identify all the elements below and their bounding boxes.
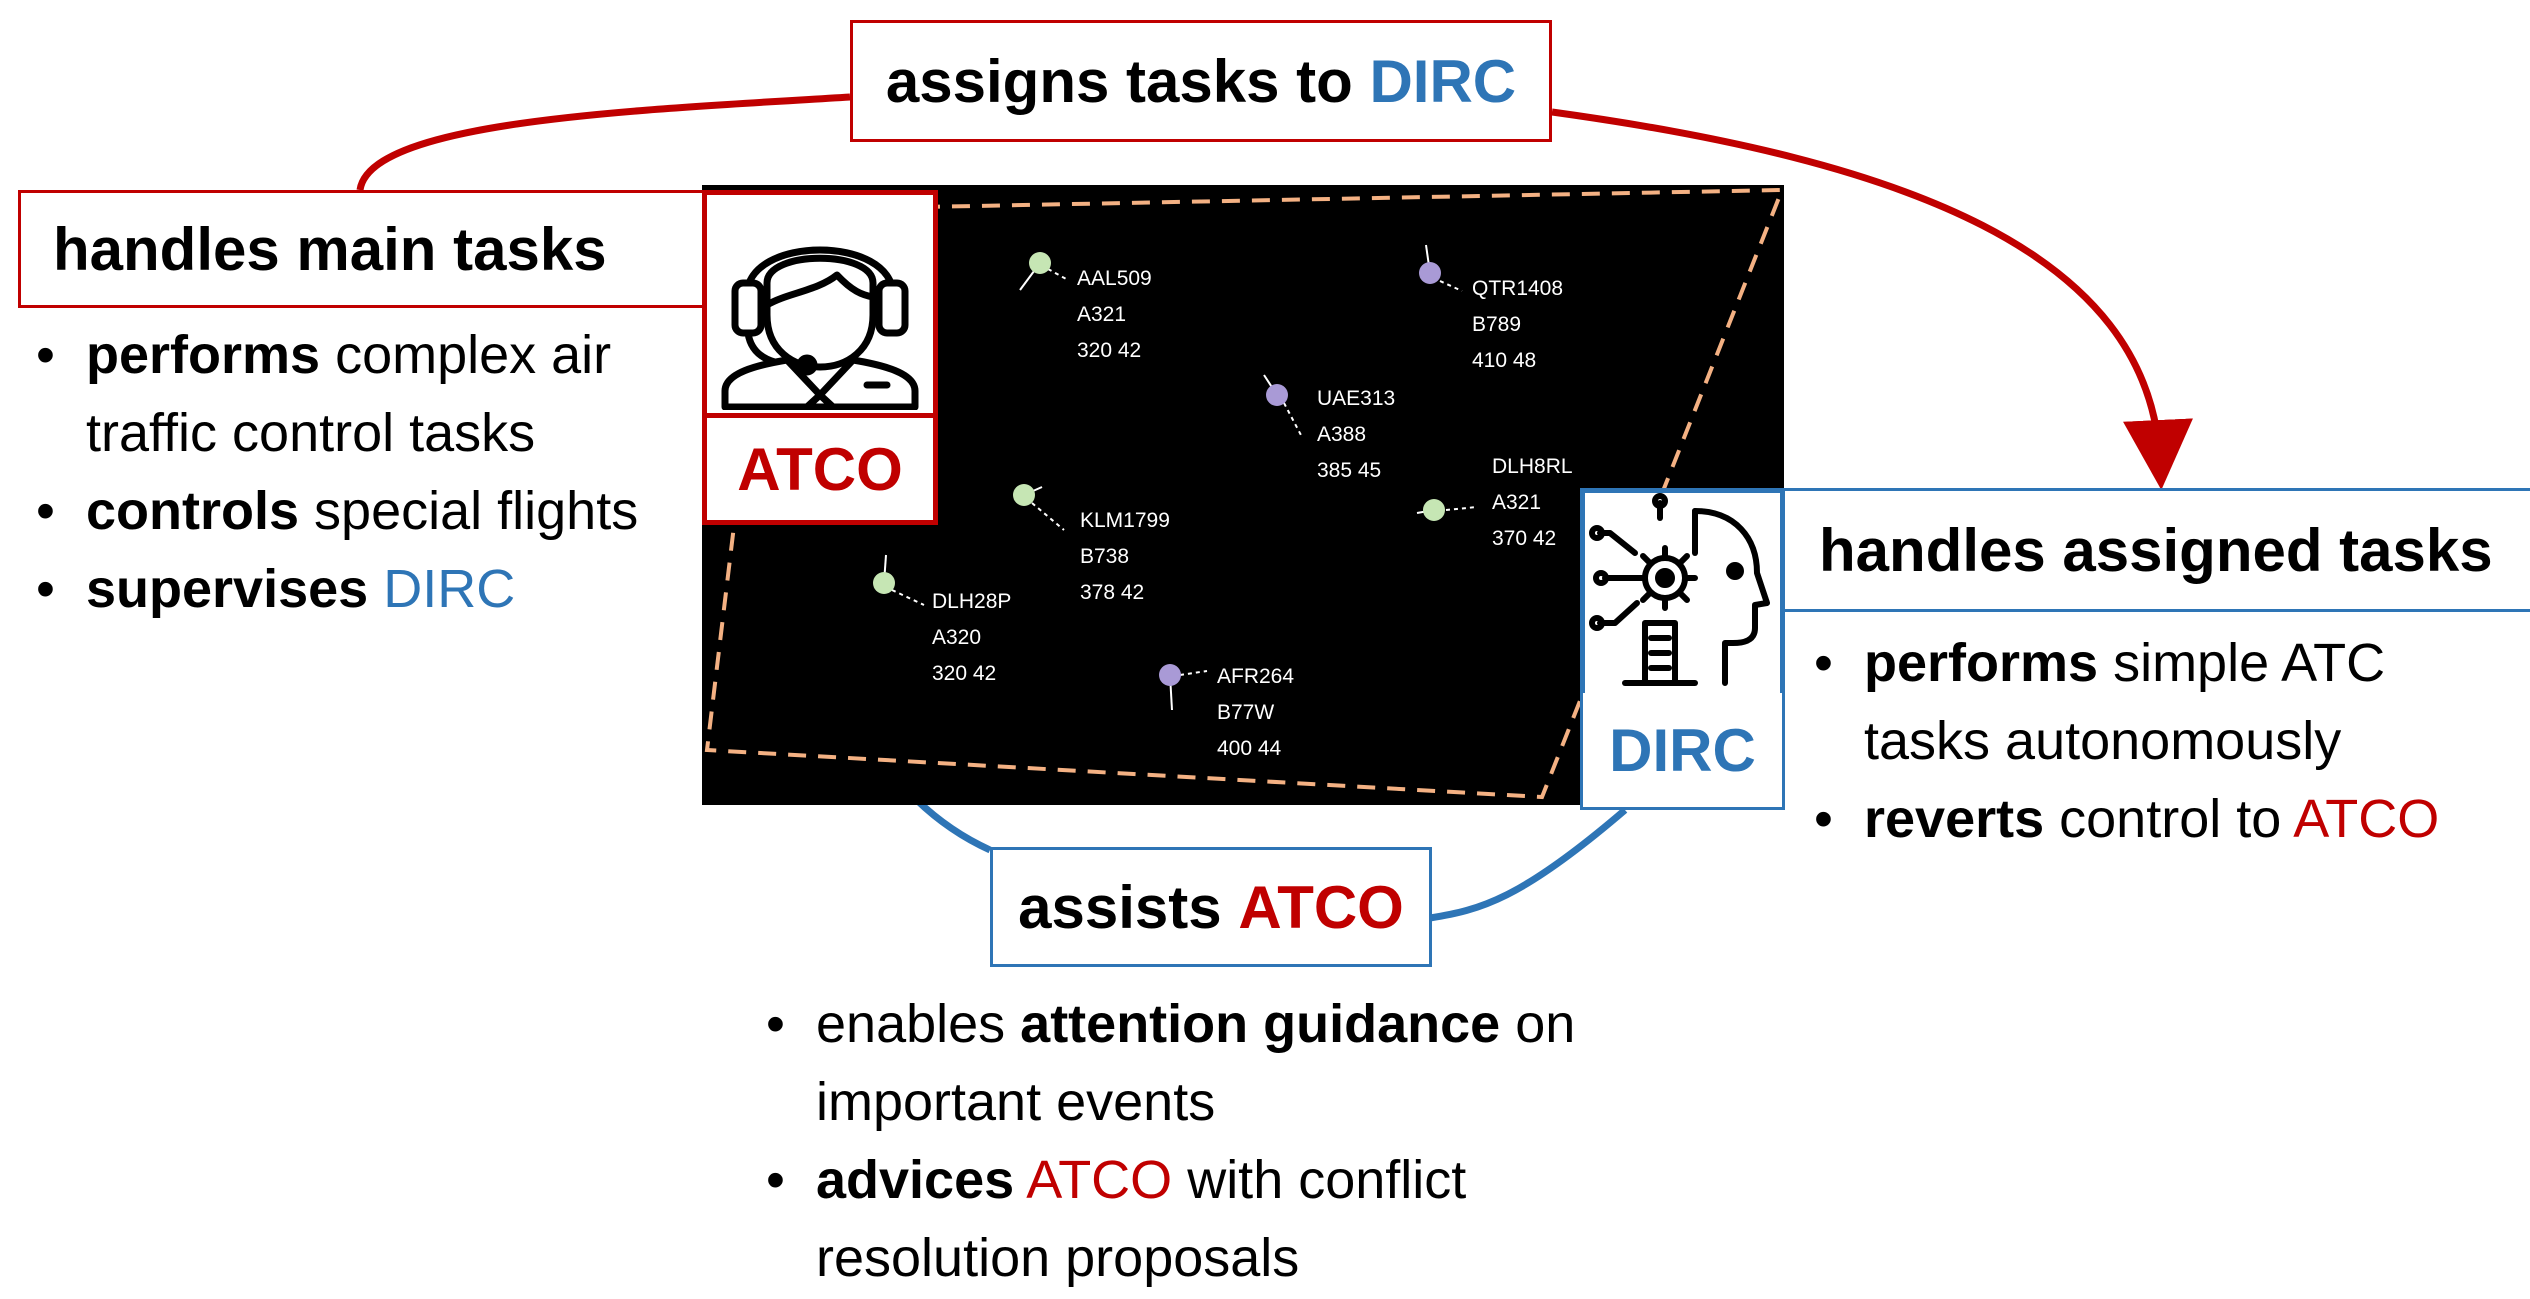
- aircraft-level: 378 42: [1080, 581, 1144, 604]
- assists-atco-highlight: ATCO: [1238, 873, 1404, 941]
- assigns-tasks-label: assigns tasks to DIRC: [850, 20, 1552, 142]
- aircraft-callsign: AFR264: [1217, 665, 1294, 688]
- atco-tasks-title: handles main tasks: [53, 215, 607, 283]
- list-item: controls special flights: [30, 472, 710, 550]
- aircraft-level: 410 48: [1472, 349, 1536, 372]
- aircraft-type: A320: [932, 626, 981, 649]
- aircraft-leader-line: [1031, 502, 1065, 531]
- aircraft-leader-line: [1047, 268, 1069, 281]
- assigns-tasks-text: assigns tasks to: [885, 47, 1353, 115]
- atco-role-label: ATCO: [707, 413, 933, 520]
- aircraft-level: 400 44: [1217, 737, 1282, 760]
- aircraft-callsign: KLM1799: [1080, 509, 1170, 532]
- dirc-role-label: DIRC: [1580, 693, 1785, 810]
- arrow-top-label-to-dirc: [1551, 108, 2193, 490]
- atco-tasks-title-box: handles main tasks: [18, 190, 708, 308]
- arrow-dirc-to-assist-label: [1429, 807, 1628, 922]
- assigns-tasks-dirc: DIRC: [1369, 47, 1517, 115]
- aircraft-callsign: AAL509: [1077, 267, 1152, 290]
- aircraft-type: B77W: [1217, 701, 1274, 724]
- aircraft-symbol: [1013, 484, 1035, 506]
- ai-robot-head-icon: [1589, 493, 1770, 686]
- aircraft-symbol: [1423, 499, 1445, 521]
- dirc-tasks-title-box: handles assigned tasks: [1778, 488, 2530, 612]
- dirc-role-card: DIRC: [1580, 488, 1785, 810]
- assists-atco-label: assists ATCO: [990, 847, 1432, 967]
- assists-atco-text: assists: [1018, 873, 1222, 941]
- aircraft-callsign: DLH8RL: [1492, 455, 1573, 478]
- sector-boundary: [704, 187, 1784, 800]
- aircraft-type: A321: [1492, 491, 1541, 514]
- aircraft-leader-line: [1179, 670, 1208, 676]
- aircraft-symbol: [1159, 664, 1181, 686]
- dirc-tasks-title: handles assigned tasks: [1819, 516, 2493, 584]
- aircraft-label: DLH28P A320 320 42: [932, 590, 1011, 685]
- aircraft-leader-line: [1283, 402, 1303, 438]
- aircraft-symbol: [1419, 262, 1441, 284]
- aircraft-level: 320 42: [932, 662, 996, 685]
- aircraft-leader-line: [1439, 280, 1463, 292]
- aircraft-leader-line: [1445, 506, 1478, 511]
- aircraft-label: DLH8RL A321 370 42: [1492, 455, 1573, 550]
- aircraft-level: 320 42: [1077, 339, 1141, 362]
- aircraft-target[interactable]: DLH28P A320 320 42: [873, 554, 1011, 685]
- aircraft-leader-line: [891, 589, 925, 606]
- aircraft-symbol: [1029, 252, 1051, 274]
- aircraft-type: A388: [1317, 423, 1366, 446]
- list-item: supervises DIRC: [30, 550, 710, 628]
- aircraft-type: B789: [1472, 313, 1521, 336]
- aircraft-level: 370 42: [1492, 527, 1556, 550]
- arrow-atco-to-top-label: [356, 93, 851, 191]
- aircraft-type: A321: [1077, 303, 1126, 326]
- aircraft-callsign: UAE313: [1317, 387, 1395, 410]
- aircraft-symbol: [1266, 384, 1288, 406]
- atco-role-card: ATCO: [702, 190, 938, 525]
- aircraft-symbol: [873, 572, 895, 594]
- headset-operator-icon: [721, 246, 919, 411]
- aircraft-callsign: DLH28P: [932, 590, 1011, 613]
- list-item: reverts control to ATCO: [1808, 780, 2528, 858]
- aircraft-callsign: QTR1408: [1472, 277, 1563, 300]
- aircraft-level: 385 45: [1317, 459, 1381, 482]
- aircraft-target[interactable]: DLH8RL A321 370 42: [1416, 455, 1573, 550]
- aircraft-type: B738: [1080, 545, 1129, 568]
